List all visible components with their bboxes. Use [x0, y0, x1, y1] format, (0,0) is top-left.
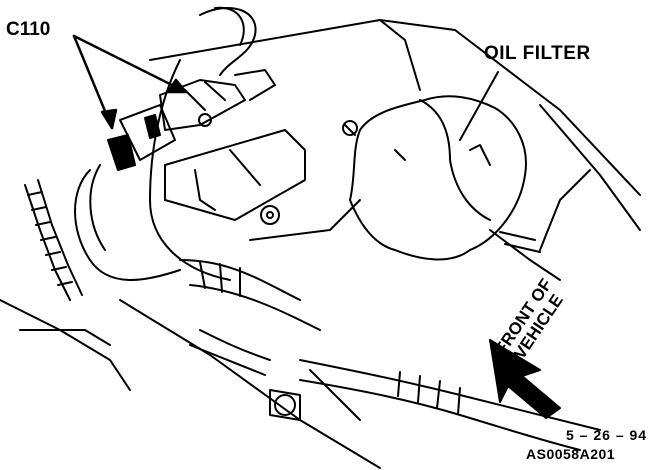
front-arrow-icon: [489, 339, 561, 419]
figure-code: AS0058A201: [526, 446, 616, 462]
date-stamp: 5 – 26 – 94: [566, 427, 648, 443]
oil-filter-leader: [459, 71, 499, 141]
connector-label: C110: [6, 19, 51, 40]
oil-filter: [342, 95, 527, 261]
c110-leaders: [72, 34, 188, 130]
connector-bracket: [164, 113, 306, 225]
oil-filter-label: OIL FILTER: [484, 43, 591, 64]
wire-harness: [24, 6, 601, 451]
connector-c110: [107, 69, 276, 171]
